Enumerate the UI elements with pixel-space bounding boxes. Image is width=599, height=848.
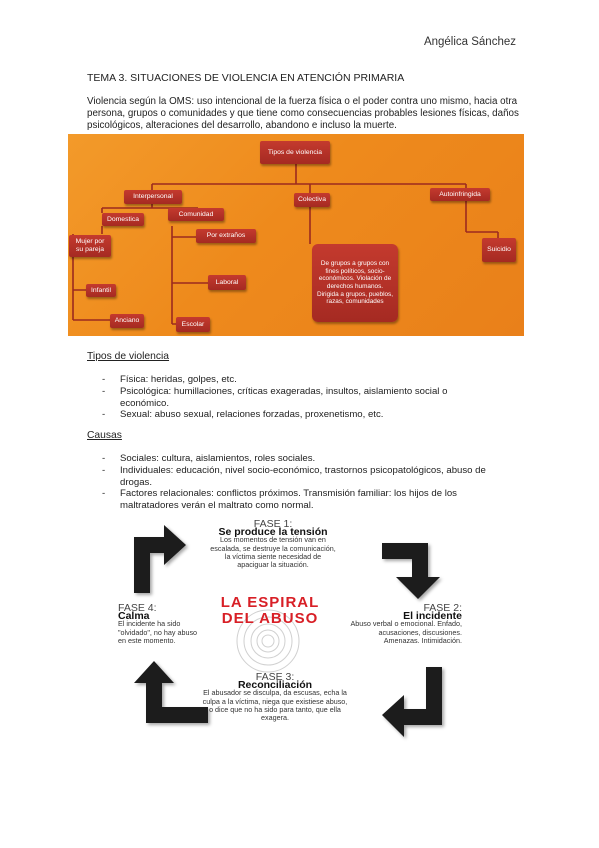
node-escolar: Escolar [176,317,210,332]
causas-list: Sociales: cultura, aislamientos, roles s… [87,453,497,512]
list-item: Factores relacionales: conflictos próxim… [87,488,497,512]
node-anciano: Anciano [110,314,144,328]
list-item: Física: heridas, golpes, etc. [87,374,497,386]
node-colectiva-description: De grupos a grupos con fines políticos, … [312,244,398,322]
phase-1-text: Los momentos de tensión van en escalada,… [210,535,336,570]
phase-3-name: Reconciliación [237,679,313,692]
list-item: Individuales: educación, nivel socio-eco… [87,465,497,489]
spiral-title-line2: DEL ABUSO [221,610,319,627]
diagram-connectors [72,164,499,325]
tipos-heading: Tipos de violencia [87,351,170,362]
phase-2-label: FASE 2: [423,602,462,614]
phase-1: FASE 1: Se produce la tensión Los moment… [210,518,336,570]
phase-1-name: Se produce la tensión [218,526,328,539]
phase-4-text: El incidente ha sido "olvidado", no hay … [118,619,198,645]
spiral-arrows [134,525,442,737]
abuse-spiral-graphic: LA ESPIRAL DEL ABUSO FASE 1: Se produce … [112,515,466,743]
author-name: Angélica Sánchez [423,36,516,48]
phase-4: FASE 4: Calma El incidente ha sido "olvi… [118,602,200,645]
phase-4-label: FASE 4: [118,602,157,614]
causas-heading: Causas [87,430,122,441]
list-item: Psicológica: humillaciones, críticas exa… [87,386,497,410]
phase-1-label: FASE 1: [253,518,293,530]
node-infantil: Infantil [86,284,116,297]
node-colectiva: Colectiva [294,193,330,207]
phase-4-name: Calma [118,610,150,623]
spiral-title-line1: LA ESPIRAL [220,594,320,611]
tipos-list: Física: heridas, golpes, etc. Psicológic… [87,374,497,421]
spiral-title: LA ESPIRAL DEL ABUSO [210,595,330,627]
node-autoinfligida: Autoinfringida [430,188,490,201]
node-suicidio: Suicidio [482,238,516,262]
violence-types-diagram: Tipos de violencia Interpersonal Colecti… [68,134,524,336]
node-por-extranos: Por extraños [196,229,256,243]
node-mujer-por-su-pareja: Mujer por su pareja [69,235,111,257]
node-laboral: Laboral [208,275,246,290]
phase-3-text: El abusador se disculpa, da escusas, ech… [202,688,348,723]
phase-3: FASE 3: Reconciliación El abusador se di… [202,671,348,723]
node-domestica: Domestica [102,213,144,226]
list-item: Sexual: abuso sexual, relaciones forzada… [87,409,497,421]
phase-2-text: Abuso verbal o emocional. Enfado, acusac… [350,619,462,645]
phase-3-label: FASE 3: [255,671,295,683]
node-comunidad: Comunidad [168,208,224,221]
node-interpersonal: Interpersonal [124,190,182,204]
phase-2-name: El incidente [403,610,462,623]
node-tipos-de-violencia: Tipos de violencia [260,141,330,164]
document-title: TEMA 3. SITUACIONES DE VIOLENCIA EN ATEN… [87,72,405,84]
list-item: Sociales: cultura, aislamientos, roles s… [87,453,497,465]
intro-paragraph: Violencia según la OMS: uso intencional … [87,96,519,132]
phase-2: FASE 2: El incidente Abuso verbal o emoc… [350,602,462,645]
